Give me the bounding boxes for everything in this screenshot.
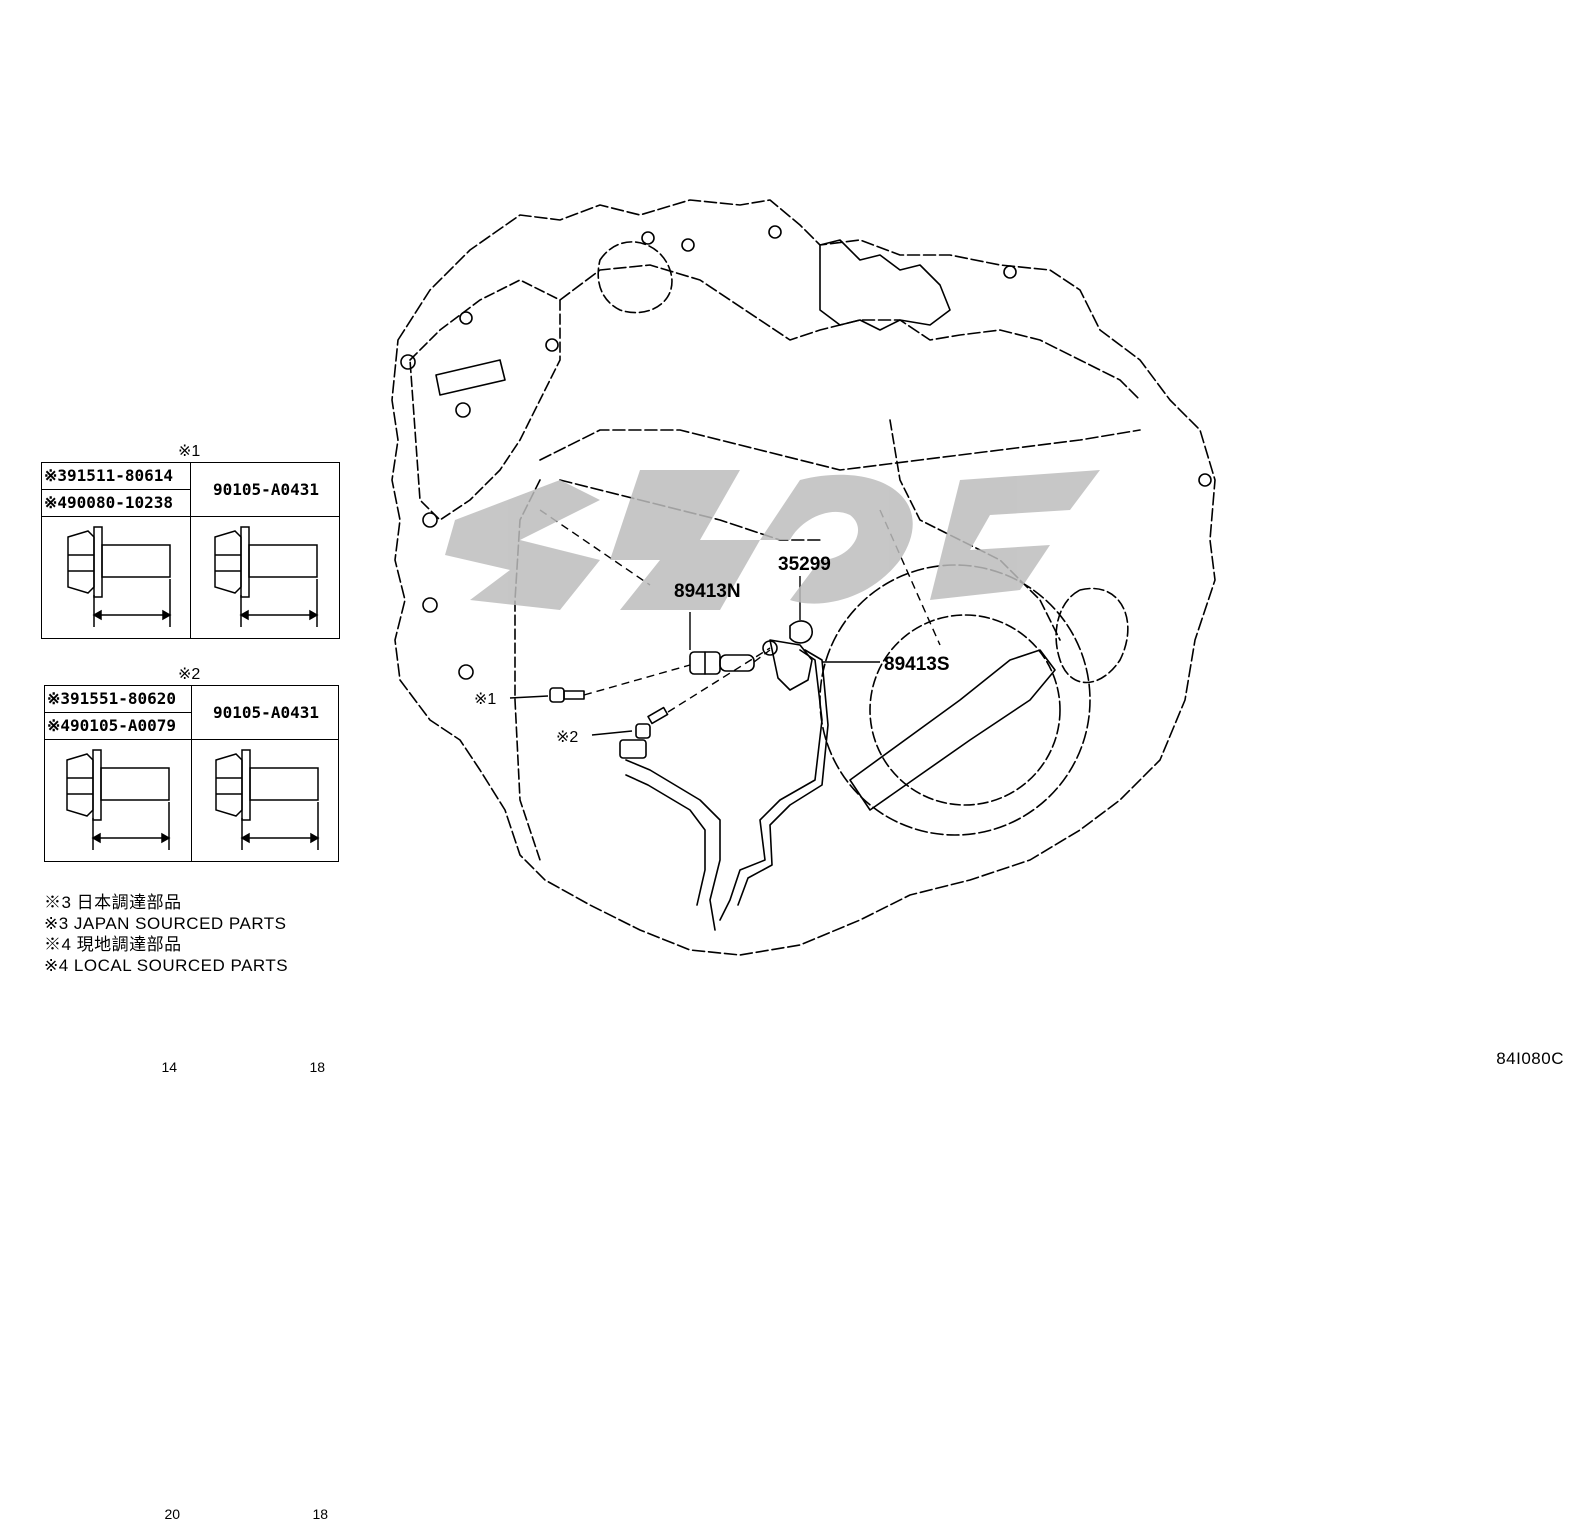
bolt-hole-1	[400, 354, 416, 370]
bolt-table-1-left-parts: ※391511-80614 ※490080-10238	[41, 462, 191, 517]
differential-inner	[869, 614, 1061, 806]
install-path-3	[753, 649, 771, 663]
install-path-2	[667, 647, 771, 713]
wire-harness	[719, 649, 823, 921]
bolt-ref2-drawing	[635, 706, 669, 739]
flange-bolt-icon	[215, 749, 320, 850]
transmission-diagram: 89413N 35299 89413S ※1 ※2	[391, 199, 1216, 956]
bolt-length-label: 20	[164, 1505, 181, 1522]
bolt-hole-7	[545, 338, 559, 352]
connector-lower	[619, 739, 647, 759]
bolt-length-label: 18	[312, 1505, 329, 1522]
group-mark-2: ※2	[178, 666, 201, 683]
leader-ref2	[591, 730, 633, 736]
bolt-hole-9	[641, 231, 655, 245]
output-shaft	[849, 649, 1056, 811]
top-pipe	[435, 359, 506, 396]
flange-bolt-icon	[67, 526, 172, 627]
case-ridge-1	[539, 429, 1141, 471]
bolt-hole-8	[681, 238, 695, 252]
part-number: ※391551-80620	[45, 686, 191, 713]
flange-bolt-icon	[66, 749, 171, 850]
figure-code: 84I080C	[1496, 1049, 1564, 1068]
part-number: ※490080-10238	[44, 493, 173, 512]
harness-lower	[625, 759, 721, 931]
wire-harness-2	[737, 649, 829, 906]
harness-lower-2	[625, 774, 706, 906]
sourcing-notes: ※3 日本調達部品 ※3 JAPAN SOURCED PARTS ※4 現地調達…	[44, 892, 288, 976]
install-path-4	[539, 509, 651, 586]
bolt-table-1: ※391511-80614 ※490080-10238 90105-A0431 …	[41, 462, 340, 1075]
part-number: ※490105-A0079	[47, 716, 176, 735]
bolt-hole-11	[1003, 265, 1017, 279]
callout-ref1: ※1	[474, 691, 496, 708]
part-number: ※391511-80614	[42, 463, 190, 490]
bolt-table-2-left-figure: 20	[44, 739, 192, 1522]
bolt-table-1-right-figure: 18	[190, 516, 340, 1075]
flange-boss	[1055, 587, 1129, 684]
bolt-table-1-left-figure: 14	[41, 516, 191, 1075]
sensor-89413s-body	[762, 639, 813, 691]
sensor-89413n-body	[689, 651, 755, 675]
bolt-table-2: ※391551-80620 ※490105-A0079 90105-A0431 …	[44, 685, 339, 1522]
bolt-hole-3	[455, 402, 471, 418]
bolt-hole-4	[422, 512, 438, 528]
bolt-length-label: 14	[161, 1058, 178, 1075]
bolt-table-2-right-figure: 18	[191, 739, 339, 1522]
part-number: 90105-A0431	[213, 702, 319, 722]
bolt-ref1-drawing	[549, 687, 585, 703]
bolt-table-1-right-part: 90105-A0431	[190, 462, 340, 517]
top-cover	[559, 264, 1141, 401]
flange-bolt-icon	[214, 526, 319, 627]
bolt-table-2-right-part: 90105-A0431	[191, 685, 339, 740]
callout-35299: 35299	[778, 554, 831, 575]
case-ridge-2	[559, 479, 821, 541]
bolt-hole-10	[768, 225, 782, 239]
top-boss-2	[819, 239, 951, 331]
bolt-table-2-left-parts: ※391551-80620 ※490105-A0079	[44, 685, 192, 740]
install-path-5	[879, 509, 941, 646]
group-mark-1: ※1	[178, 443, 201, 460]
bolt-hole-2	[459, 311, 473, 325]
bell-housing	[409, 279, 561, 521]
note-line: ※3 JAPAN SOURCED PARTS	[44, 914, 287, 933]
bolt-hole-6	[458, 664, 474, 680]
install-path-1	[583, 664, 691, 696]
note-line: ※4 現地調達部品	[44, 935, 182, 954]
part-number: 90105-A0431	[213, 479, 319, 499]
note-line: ※4 LOCAL SOURCED PARTS	[44, 956, 289, 975]
clamp-35299	[789, 620, 813, 644]
leader-ref1	[509, 695, 549, 699]
callout-ref2: ※2	[556, 729, 578, 746]
watermark-logo	[445, 470, 1100, 610]
bolt-length-label: 18	[309, 1058, 326, 1075]
top-boss-1	[597, 241, 673, 314]
callout-89413s: 89413S	[884, 654, 950, 675]
bolt-hole-12	[1198, 473, 1212, 487]
transmission-housing-outline	[391, 199, 1216, 956]
callout-89413n: 89413N	[674, 581, 741, 602]
bolt-hole-5	[422, 597, 438, 613]
note-line: ※3 日本調達部品	[44, 893, 182, 912]
